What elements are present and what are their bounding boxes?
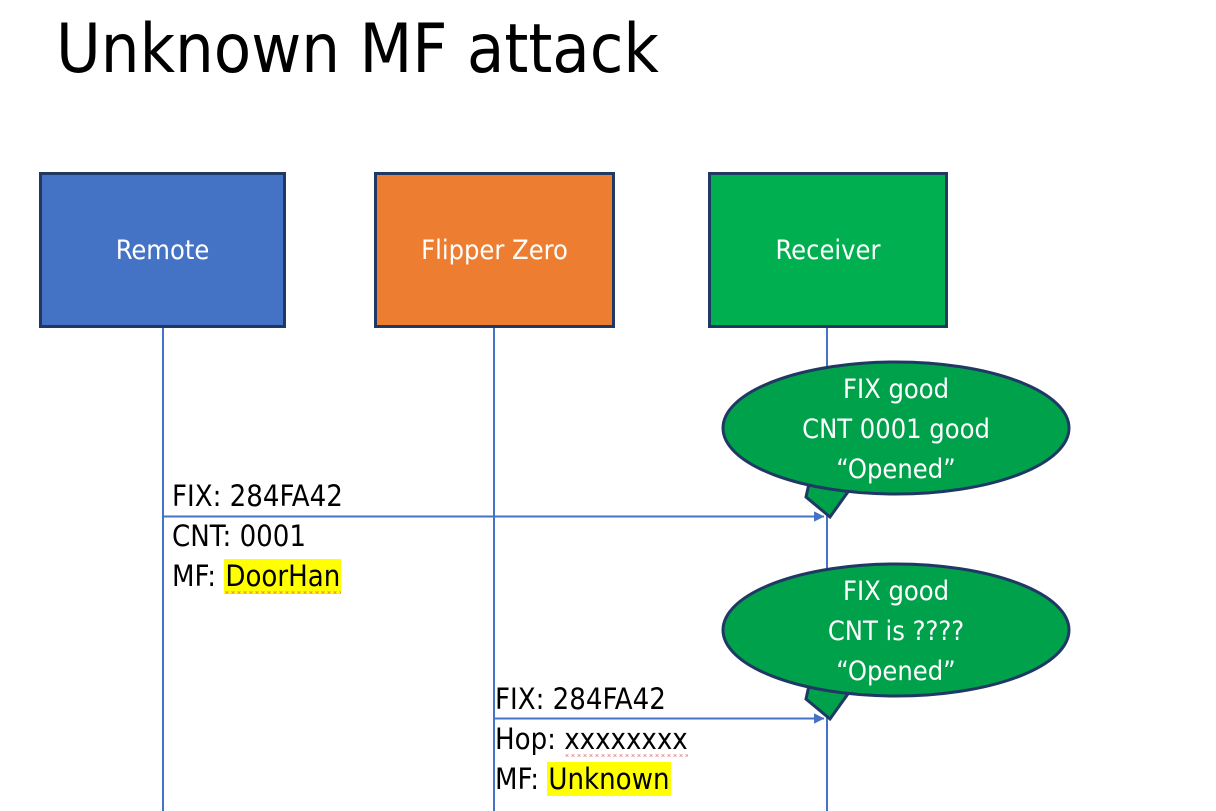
actor-label-flipper: Flipper Zero [421,234,568,266]
message-1-fix-value: 284FA42 [229,479,343,513]
message-2-fix-key: FIX: [495,682,553,716]
actor-label-receiver: Receiver [775,234,881,266]
message-2-mf-key: MF: [495,762,548,796]
lifeline-flipper [493,328,495,811]
callout-2-text-group: FIX good CNT is ???? “Opened” [718,558,1074,730]
message-1-mf-value: DoorHan [225,559,341,593]
message-1-line-fix: FIX: 284FA42 [172,476,343,516]
message-1-labels: FIX: 284FA42 CNT: 0001 MF: DoorHan [172,476,343,596]
message-2-labels: FIX: 284FA42 Hop: xxxxxxxx MF: Unknown [495,679,688,799]
lifeline-remote [162,328,164,811]
message-2-line-fix: FIX: 284FA42 [495,679,688,719]
message-1-line-cnt: CNT: 0001 [172,516,343,556]
actor-box-receiver[interactable]: Receiver [708,172,948,328]
message-2-line-hop: Hop: xxxxxxxx [495,719,688,759]
message-2-mf-value: Unknown [547,762,671,796]
actor-label-remote: Remote [115,234,210,266]
message-2-fix-value: 284FA42 [552,682,666,716]
message-2-hop-key: Hop: [495,722,565,756]
message-2-hop-value: xxxxxxxx [564,722,688,756]
callout-2-line-2: CNT is ???? [827,616,965,647]
message-1-fix-key: FIX: [172,479,230,513]
message-2-line-mf: MF: Unknown [495,759,688,799]
callout-1-line-2: CNT 0001 good [802,414,990,445]
callout-1-line-1: FIX good [842,374,950,405]
message-1-cnt-key: CNT: [172,519,240,553]
actor-box-flipper[interactable]: Flipper Zero [374,172,615,328]
callout-2-line-1: FIX good [842,576,950,607]
page-title: Unknown MF attack [56,10,659,89]
message-1-cnt-value: 0001 [239,519,306,553]
callout-2-line-3: “Opened” [836,656,956,687]
callout-1-text-group: FIX good CNT 0001 good “Opened” [718,356,1074,528]
message-1-mf-key: MF: [172,559,225,593]
actor-box-remote[interactable]: Remote [39,172,286,328]
callout-1-line-3: “Opened” [836,454,956,485]
message-1-line-mf: MF: DoorHan [172,556,343,596]
